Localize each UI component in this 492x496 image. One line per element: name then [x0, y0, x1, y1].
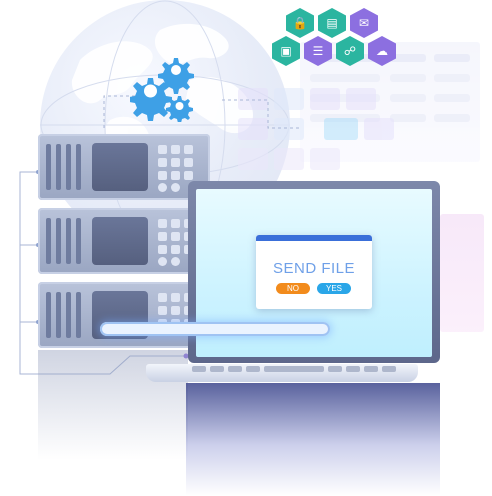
document-icon: ▤: [318, 8, 346, 38]
cloud-icon: ☁: [368, 36, 396, 66]
database-icon: ☰: [304, 36, 332, 66]
network-icon: ☍: [336, 36, 364, 66]
server-unit: [38, 134, 210, 200]
send-file-dialog: SEND FILE NO YES: [256, 235, 372, 309]
hex-icon-cluster: 🔒 ▤ ✉ ▣ ☰ ☍ ☁: [270, 6, 400, 76]
server-unit: [38, 208, 210, 274]
background-panel-pink: [440, 214, 484, 332]
background-grid-center: [238, 88, 408, 184]
chip-icon: ▣: [272, 36, 300, 66]
dialog-title-bar: [256, 235, 372, 241]
no-button[interactable]: NO: [276, 283, 310, 294]
server-rack: [38, 134, 210, 348]
gear-icon: [130, 58, 194, 122]
server-unit: [38, 282, 210, 348]
laptop-reflection: [186, 383, 440, 496]
yes-button[interactable]: YES: [317, 283, 351, 294]
laptop-keys: [192, 366, 406, 376]
mail-icon: ✉: [350, 8, 378, 38]
upload-progress-bar: [100, 322, 330, 336]
dialog-title: SEND FILE: [272, 260, 356, 277]
lock-icon: 🔒: [286, 8, 314, 38]
